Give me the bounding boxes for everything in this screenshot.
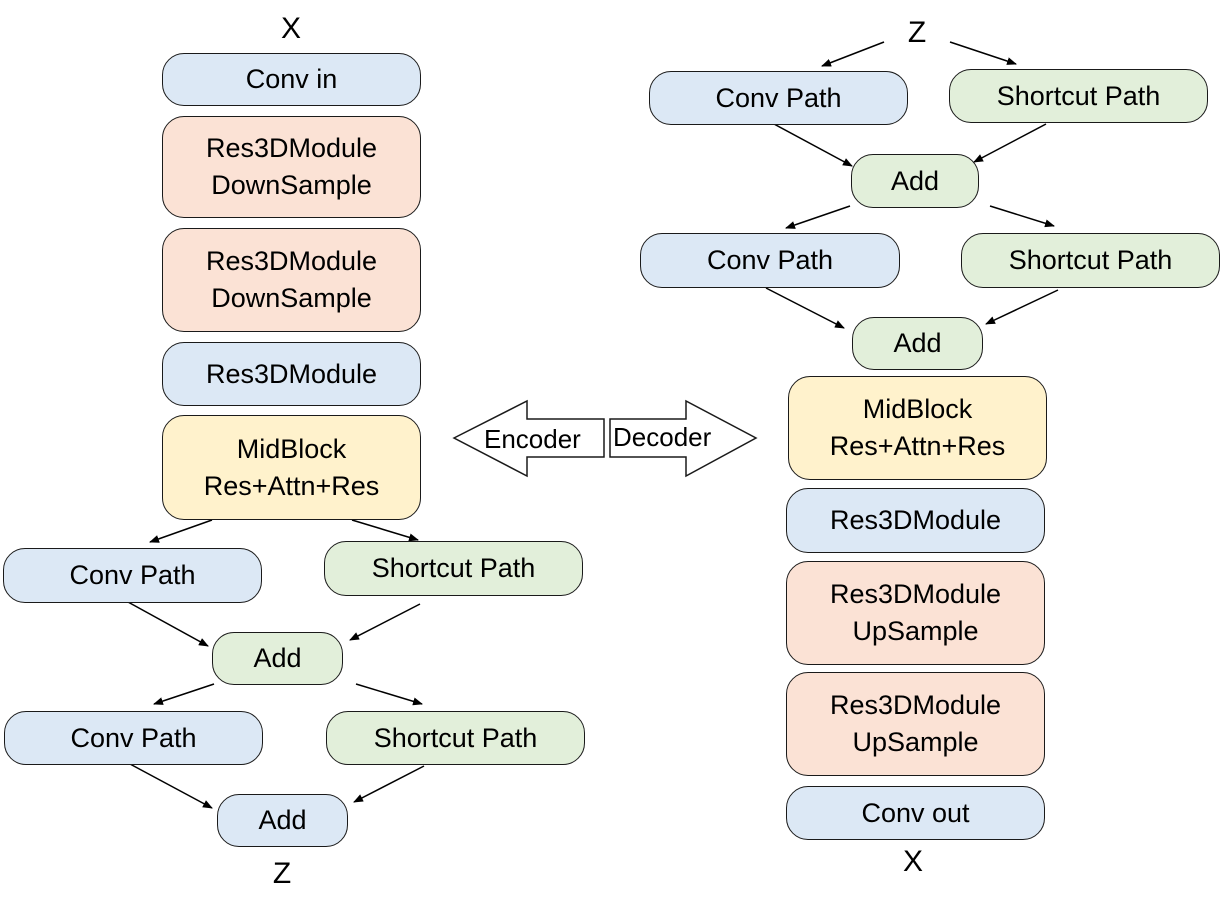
decoder-shortcut-path-1: Shortcut Path xyxy=(949,69,1208,123)
decoder-output-label: X xyxy=(902,845,923,878)
arrow-enc-short1-to-add1 xyxy=(349,603,421,641)
arrow-enc-mid-to-conv1 xyxy=(149,519,213,543)
encoder-input-label: X xyxy=(280,12,301,45)
encoder-output-label: Z xyxy=(272,857,292,890)
decoder-conv-path-1: Conv Path xyxy=(649,71,908,125)
decoder-upsample-block-2: Res3DModule UpSample xyxy=(786,672,1045,776)
encoder-downsample-block-1: Res3DModule DownSample xyxy=(162,116,421,218)
encoder-shortcut-path-2: Shortcut Path xyxy=(326,711,585,765)
decoder-input-label: Z xyxy=(907,16,927,49)
arrow-dec-conv2-to-add2 xyxy=(765,287,845,329)
decoder-midblock: MidBlock Res+Attn+Res xyxy=(788,376,1047,480)
arrow-dec-short2-to-add2 xyxy=(985,289,1059,325)
encoder-conv-path-2: Conv Path xyxy=(4,711,263,765)
arrow-enc-conv2-to-add2 xyxy=(129,763,213,809)
encoder-arrow-label: Encoder xyxy=(484,424,581,454)
conv-out-block: Conv out xyxy=(786,786,1045,840)
decoder-add-2: Add xyxy=(852,317,983,370)
arrow-enc-add1-to-conv2 xyxy=(153,683,215,705)
encoder-res3d-block: Res3DModule xyxy=(162,342,421,406)
conv-in-block: Conv in xyxy=(162,53,421,106)
arrow-dec-z-to-short1 xyxy=(949,41,1017,65)
arrow-dec-add1-to-conv2 xyxy=(785,205,851,229)
encoder-conv-path-1: Conv Path xyxy=(3,548,262,603)
encoder-arrow-shape xyxy=(452,399,605,478)
decoder-arrow-shape xyxy=(609,399,758,478)
encoder-midblock: MidBlock Res+Attn+Res xyxy=(162,415,421,520)
encoder-add-2: Add xyxy=(217,794,348,847)
decoder-conv-path-2: Conv Path xyxy=(640,233,900,288)
encoder-add-1: Add xyxy=(212,632,343,685)
arrow-dec-z-to-conv1 xyxy=(821,41,885,67)
decoder-res3d-block: Res3DModule xyxy=(786,488,1045,553)
arrow-enc-conv1-to-add1 xyxy=(127,601,209,647)
arrow-dec-conv1-to-add1 xyxy=(773,123,853,167)
decoder-add-1: Add xyxy=(851,154,979,208)
decoder-shortcut-path-2: Shortcut Path xyxy=(961,233,1220,288)
arrow-enc-add1-to-short2 xyxy=(355,683,423,706)
arrow-dec-short1-to-add1 xyxy=(973,123,1047,163)
encoder-downsample-block-2: Res3DModule DownSample xyxy=(162,228,421,332)
decoder-arrow-label: Decoder xyxy=(613,422,712,452)
arrow-enc-short2-to-add2 xyxy=(353,765,425,803)
arrow-enc-mid-to-short1 xyxy=(351,519,419,542)
arrow-dec-add1-to-short2 xyxy=(989,205,1055,228)
decoder-upsample-block-1: Res3DModule UpSample xyxy=(786,561,1045,665)
encoder-shortcut-path-1: Shortcut Path xyxy=(324,541,583,596)
